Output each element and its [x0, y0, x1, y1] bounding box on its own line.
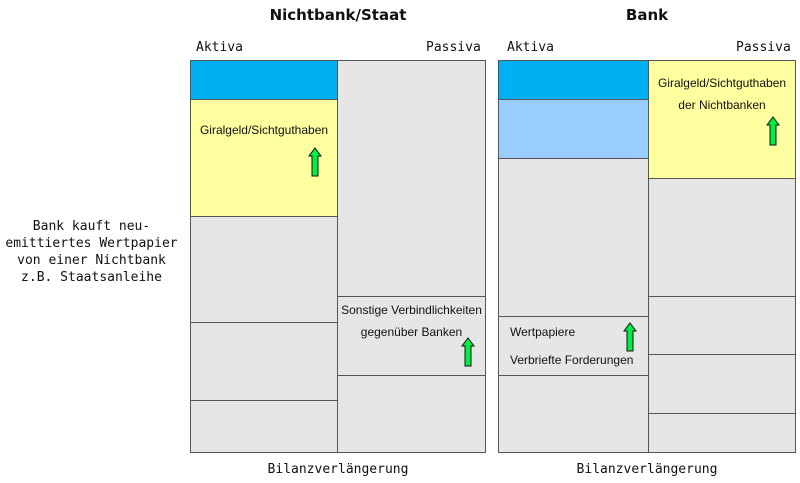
left-verbindlichkeiten-label: Sonstige Verbindlichkeiten gegenüber Ban… — [338, 299, 485, 343]
right-passiva-grey-4 — [648, 413, 796, 453]
right-forderungen-label: Verbriefte Forderungen — [510, 353, 634, 367]
left-passiva-label: Passiva — [426, 40, 481, 55]
right-aktiva-label: Aktiva — [507, 40, 554, 55]
left-up-arrow-icon — [308, 147, 322, 177]
left-giralgeld-block: Giralgeld/Sichtguthaben — [190, 99, 338, 217]
left-verbindlichkeiten-line-2: gegenüber Banken — [360, 325, 463, 339]
right-aktiva-blue-block — [498, 60, 649, 100]
right-giralgeld-line-2: der Nichtbanken — [678, 98, 766, 112]
left-passiva-grey-1 — [337, 60, 486, 297]
right-passiva-up-arrow-icon — [766, 116, 780, 146]
right-aktiva-up-arrow-icon — [623, 322, 637, 352]
side-line-1: Bank kauft neu- — [32, 219, 151, 234]
side-line-2: emittiertes Wertpapier — [5, 236, 178, 251]
side-description: Bank kauft neu- emittiertes Wertpapier v… — [0, 218, 183, 286]
right-passiva-grey-1 — [648, 178, 796, 297]
right-giralgeld-line-1: Giralgeld/Sichtguthaben — [657, 76, 787, 90]
right-passiva-grey-2 — [648, 296, 796, 355]
side-line-3: von einer Nichtbank — [17, 253, 166, 268]
left-passiva-up-arrow-icon — [461, 337, 475, 367]
right-passiva-grey-3 — [648, 354, 796, 414]
left-aktiva-label: Aktiva — [196, 40, 243, 55]
right-aktiva-grey-1 — [498, 158, 649, 317]
right-wertpapiere-block: Wertpapiere Verbriefte Forderungen — [498, 316, 649, 376]
left-aktiva-blue-block — [190, 60, 338, 100]
left-passiva-grey-2 — [337, 375, 486, 453]
right-aktiva-lightblue-block — [498, 99, 649, 159]
right-wertpapiere-label: Wertpapiere — [510, 325, 576, 339]
right-title: Bank — [625, 6, 669, 24]
left-verbindlichkeiten-block: Sonstige Verbindlichkeiten gegenüber Ban… — [337, 296, 486, 376]
right-passiva-label: Passiva — [736, 40, 791, 55]
left-verbindlichkeiten-line-1: Sonstige Verbindlichkeiten — [341, 303, 482, 317]
left-giralgeld-label: Giralgeld/Sichtguthaben — [199, 123, 329, 137]
left-aktiva-grey-3 — [190, 400, 338, 453]
right-aktiva-grey-2 — [498, 375, 649, 453]
side-line-4: z.B. Staatsanleihe — [21, 270, 162, 285]
left-footer: Bilanzverlängerung — [267, 462, 409, 477]
right-footer: Bilanzverlängerung — [576, 462, 718, 477]
left-title: Nichtbank/Staat — [269, 6, 407, 24]
right-giralgeld-label: Giralgeld/Sichtguthaben der Nichtbanken — [649, 72, 795, 116]
left-aktiva-grey-2 — [190, 322, 338, 401]
right-giralgeld-block: Giralgeld/Sichtguthaben der Nichtbanken — [648, 60, 796, 179]
left-aktiva-grey-1 — [190, 216, 338, 323]
